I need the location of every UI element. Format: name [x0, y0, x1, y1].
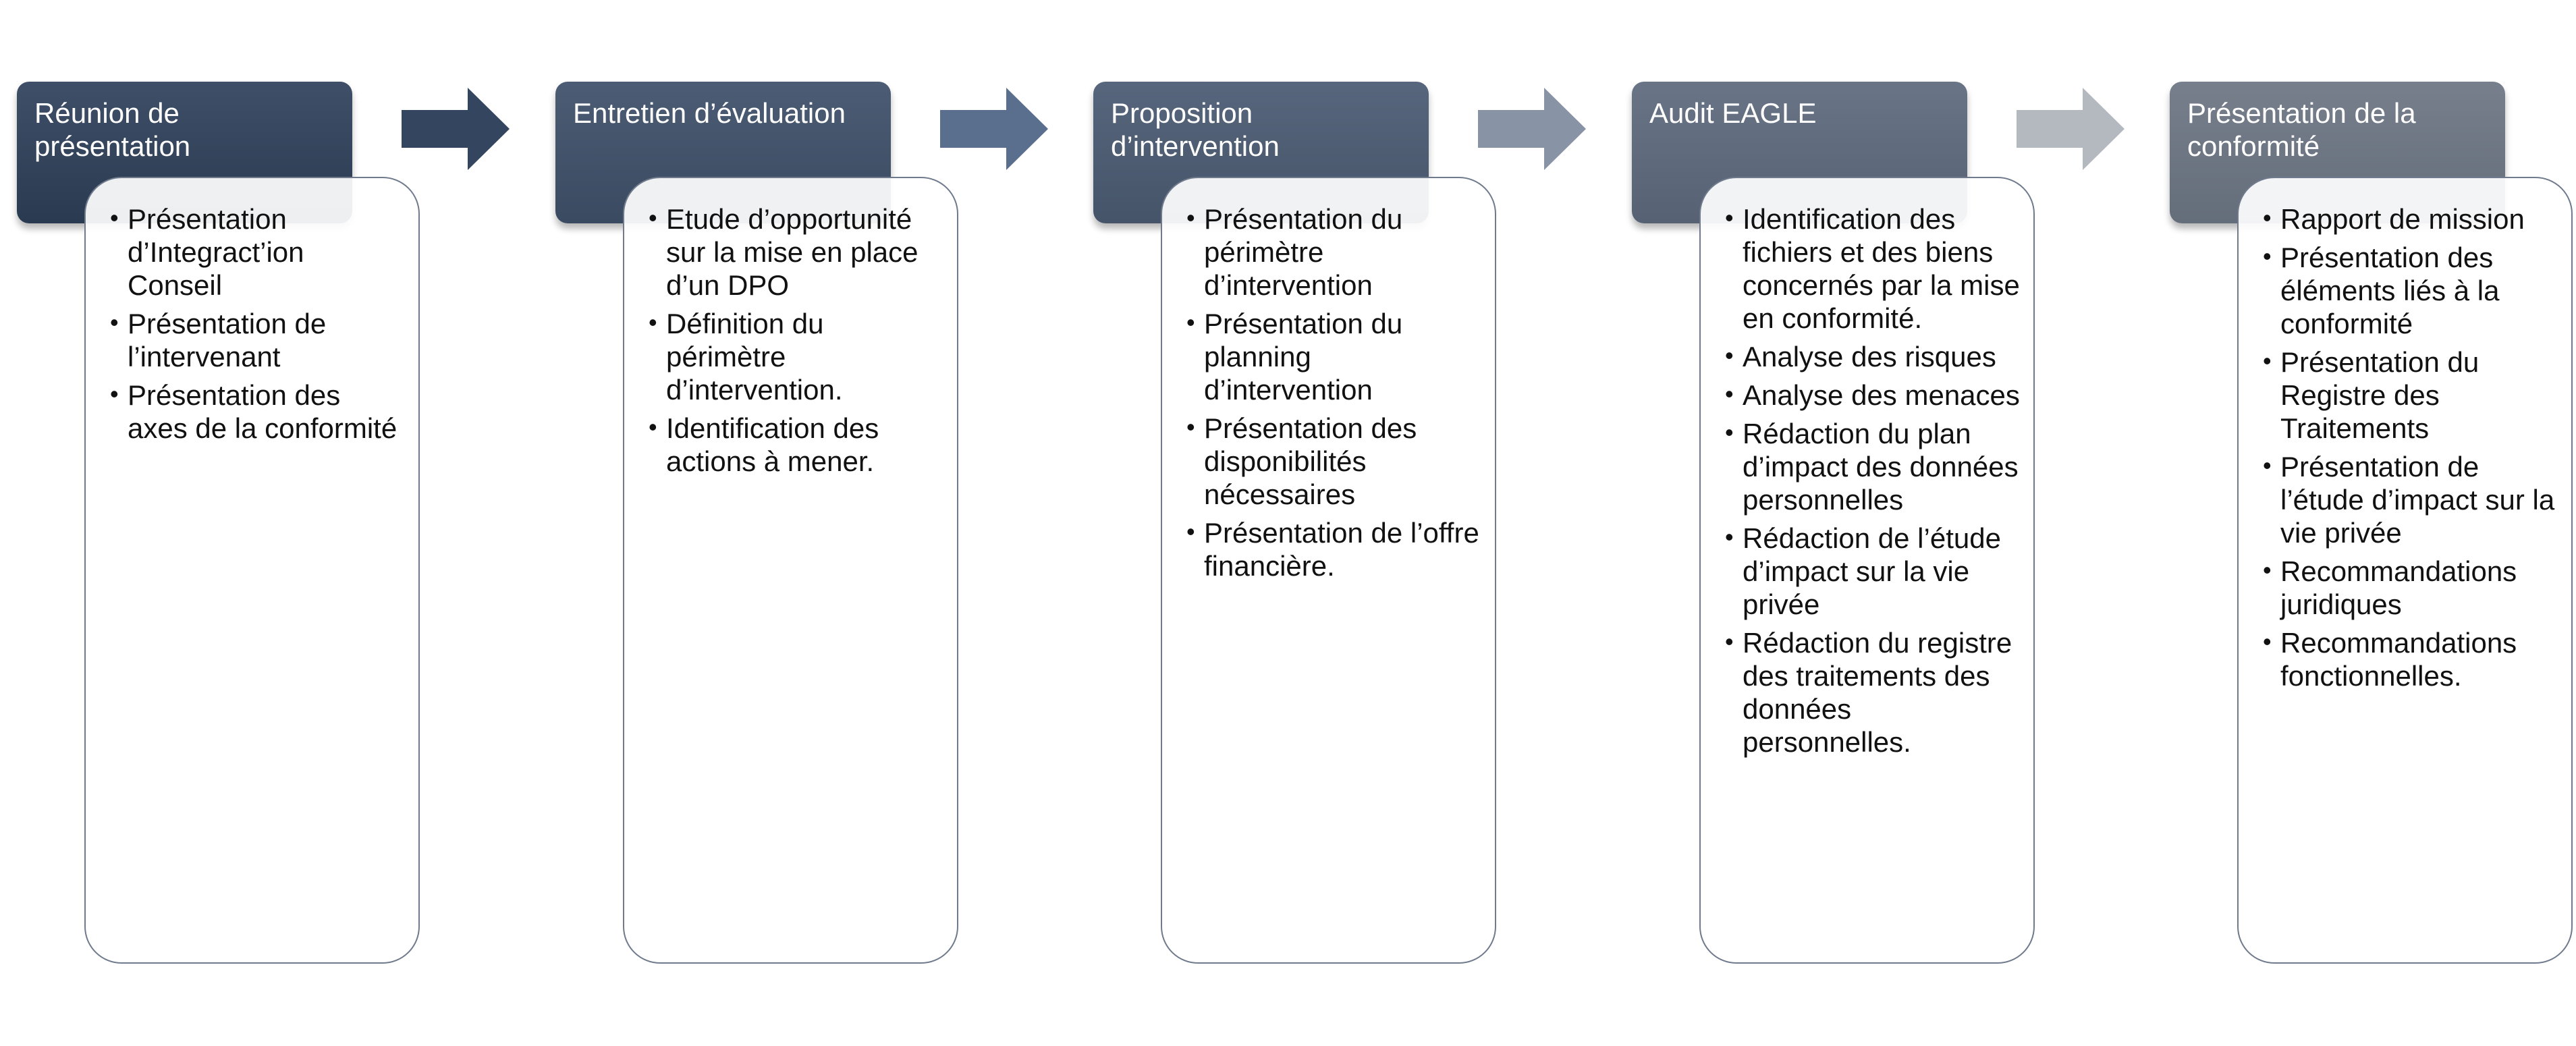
bullet-item: Présentation des axes de la conformité	[110, 377, 405, 445]
right-arrow-icon	[2017, 88, 2125, 170]
step-details-card: Présentation d’Integract’ion Conseil Pré…	[84, 177, 420, 964]
bullet-item: Etude d’opportunité sur la mise en place…	[649, 201, 943, 302]
bullet-item: Recommandations fonctionnelles.	[2263, 625, 2558, 692]
step-bullet-list: Rapport de mission Présentation des élém…	[2263, 201, 2558, 692]
step-title: Audit EAGLE	[1649, 97, 1817, 129]
bullet-item: Rédaction du plan d’impact des données p…	[1725, 416, 2020, 516]
bullet-item: Présentation du Registre des Traitements	[2263, 344, 2558, 445]
step-header: Réunion de présentation	[17, 82, 352, 223]
bullet-item: Présentation de l’étude d’impact sur la …	[2263, 449, 2558, 549]
right-arrow-icon	[1478, 88, 1586, 170]
bullet-item: Présentation des disponibilités nécessai…	[1186, 410, 1481, 511]
right-arrow-icon	[402, 88, 510, 170]
step-details-card: Rapport de mission Présentation des élém…	[2237, 177, 2573, 964]
step-header: Présentation de la conformité	[2170, 82, 2505, 223]
bullet-item: Rédaction du registre des traitements de…	[1725, 625, 2020, 759]
step-bullet-list: Présentation du périmètre d’intervention…	[1186, 201, 1481, 582]
step-bullet-list: Présentation d’Integract’ion Conseil Pré…	[110, 201, 405, 445]
bullet-item: Présentation des éléments liés à la conf…	[2263, 240, 2558, 340]
step-header: Proposition d’intervention	[1093, 82, 1429, 223]
step-details-card: Présentation du périmètre d’intervention…	[1161, 177, 1496, 964]
step-bullet-list: Etude d’opportunité sur la mise en place…	[649, 201, 943, 478]
step-header: Audit EAGLE	[1632, 82, 1967, 223]
bullet-item: Présentation d’Integract’ion Conseil	[110, 201, 405, 302]
bullet-item: Analyse des menaces	[1725, 377, 2020, 412]
step-details-card: Etude d’opportunité sur la mise en place…	[623, 177, 958, 964]
right-arrow-icon	[940, 88, 1048, 170]
step-title: Présentation de la conformité	[2187, 97, 2416, 162]
step-details-card: Identification des fichiers et des biens…	[1699, 177, 2035, 964]
bullet-item: Recommandations juridiques	[2263, 553, 2558, 621]
bullet-item: Identification des fichiers et des biens…	[1725, 201, 2020, 335]
bullet-item: Rédaction de l’étude d’impact sur la vie…	[1725, 520, 2020, 621]
bullet-item: Analyse des risques	[1725, 339, 2020, 373]
step-title: Proposition d’intervention	[1111, 97, 1280, 162]
step-title: Entretien d’évaluation	[573, 97, 846, 129]
step-bullet-list: Identification des fichiers et des biens…	[1725, 201, 2020, 759]
bullet-item: Présentation du périmètre d’intervention	[1186, 201, 1481, 302]
bullet-item: Définition du périmètre d’intervention.	[649, 306, 943, 406]
bullet-item: Présentation de l’intervenant	[110, 306, 405, 373]
bullet-item: Présentation de l’offre financière.	[1186, 515, 1481, 582]
step-header: Entretien d’évaluation	[555, 82, 891, 223]
bullet-item: Identification des actions à mener.	[649, 410, 943, 478]
bullet-item: Présentation du planning d’intervention	[1186, 306, 1481, 406]
bullet-item: Rapport de mission	[2263, 201, 2558, 236]
step-title: Réunion de présentation	[34, 97, 191, 162]
